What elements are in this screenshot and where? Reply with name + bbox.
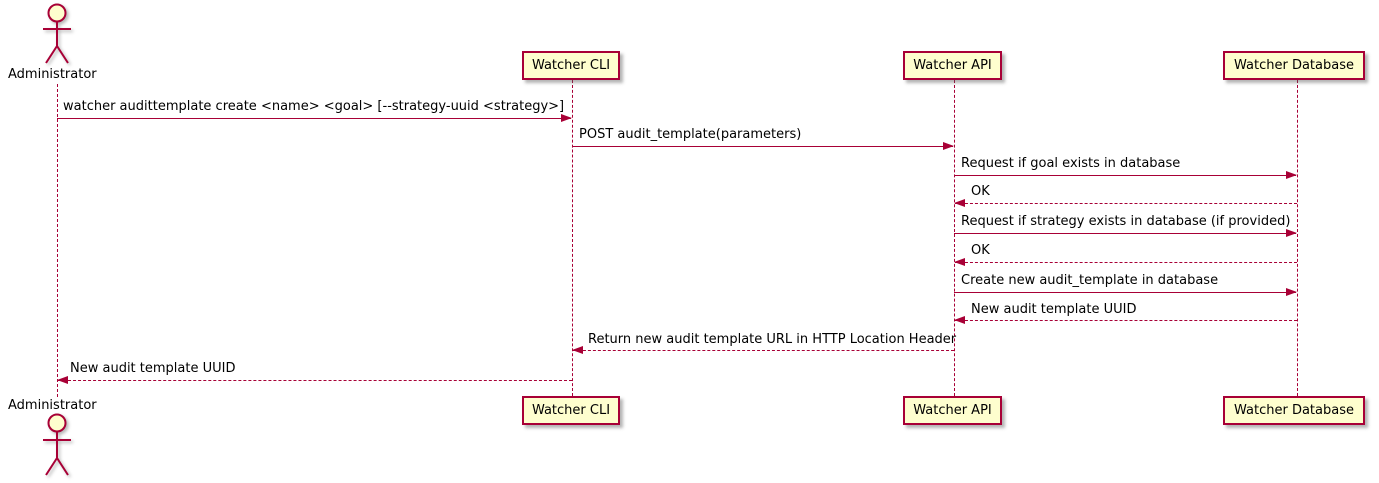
participant-watcher-cli-bottom: Watcher CLI [522, 396, 620, 425]
message-arrow-left [954, 199, 1297, 208]
message-arrow-right [57, 114, 572, 123]
arrow-line [955, 262, 1297, 263]
message-arrow-left [954, 258, 1297, 267]
actor-administrator-icon-bottom [43, 413, 71, 476]
arrow-line [572, 146, 953, 147]
arrowhead-right-icon [1286, 229, 1297, 237]
arrow-line [954, 233, 1296, 234]
participant-label: Watcher CLI [531, 403, 611, 418]
actor-label-top: Administrator [8, 67, 97, 82]
arrow-line [57, 118, 571, 119]
arrow-line [955, 320, 1297, 321]
lifeline-watcher-cli [572, 80, 573, 396]
message-label: POST audit_template(parameters) [579, 127, 802, 142]
message-label: watcher audittemplate create <name> <goa… [63, 99, 565, 114]
arrow-line [955, 203, 1297, 204]
participant-label: Watcher CLI [531, 58, 611, 73]
participant-label: Watcher Database [1234, 58, 1354, 73]
arrow-line [58, 380, 572, 381]
message-label: OK [971, 243, 990, 258]
message-label: OK [971, 184, 990, 199]
message-label: New audit template UUID [971, 302, 1137, 317]
arrowhead-right-icon [943, 142, 954, 150]
actor-label-bottom: Administrator [8, 398, 97, 413]
message-arrow-left [954, 316, 1297, 325]
message-arrow-right [954, 288, 1297, 297]
message-label: Request if goal exists in database [961, 156, 1181, 171]
participant-watcher-api-bottom: Watcher API [903, 396, 1002, 425]
actor-administrator-icon-top [43, 3, 71, 64]
arrowhead-right-icon [1286, 288, 1297, 296]
message-arrow-right [954, 229, 1297, 238]
lifeline-administrator [57, 84, 58, 397]
participant-watcher-cli-top: Watcher CLI [522, 51, 620, 80]
participant-watcher-api-top: Watcher API [903, 51, 1002, 80]
lifeline-watcher-database [1297, 80, 1298, 396]
arrow-line [954, 292, 1296, 293]
participant-label: Watcher API [913, 58, 992, 73]
arrowhead-right-icon [561, 114, 572, 122]
message-arrow-right [954, 171, 1297, 180]
participant-watcher-database-bottom: Watcher Database [1223, 396, 1365, 425]
arrowhead-left-icon [954, 316, 965, 324]
arrowhead-left-icon [954, 199, 965, 207]
message-label: Create new audit_template in database [961, 273, 1219, 288]
arrowhead-left-icon [954, 258, 965, 266]
arrowhead-left-icon [57, 376, 68, 384]
participant-label: Watcher API [913, 403, 992, 418]
arrow-line [954, 175, 1296, 176]
message-arrow-left [572, 346, 954, 355]
message-label: New audit template UUID [70, 361, 236, 376]
participant-watcher-database-top: Watcher Database [1223, 51, 1365, 80]
lifeline-watcher-api [954, 80, 955, 396]
message-arrow-left [57, 376, 572, 385]
message-label: Return new audit template URL in HTTP Lo… [588, 332, 957, 347]
message-label: Request if strategy exists in database (… [961, 214, 1291, 229]
arrowhead-right-icon [1286, 171, 1297, 179]
arrowhead-left-icon [572, 346, 583, 354]
participant-label: Watcher Database [1234, 403, 1354, 418]
arrow-line [573, 350, 954, 351]
message-arrow-right [572, 142, 954, 151]
